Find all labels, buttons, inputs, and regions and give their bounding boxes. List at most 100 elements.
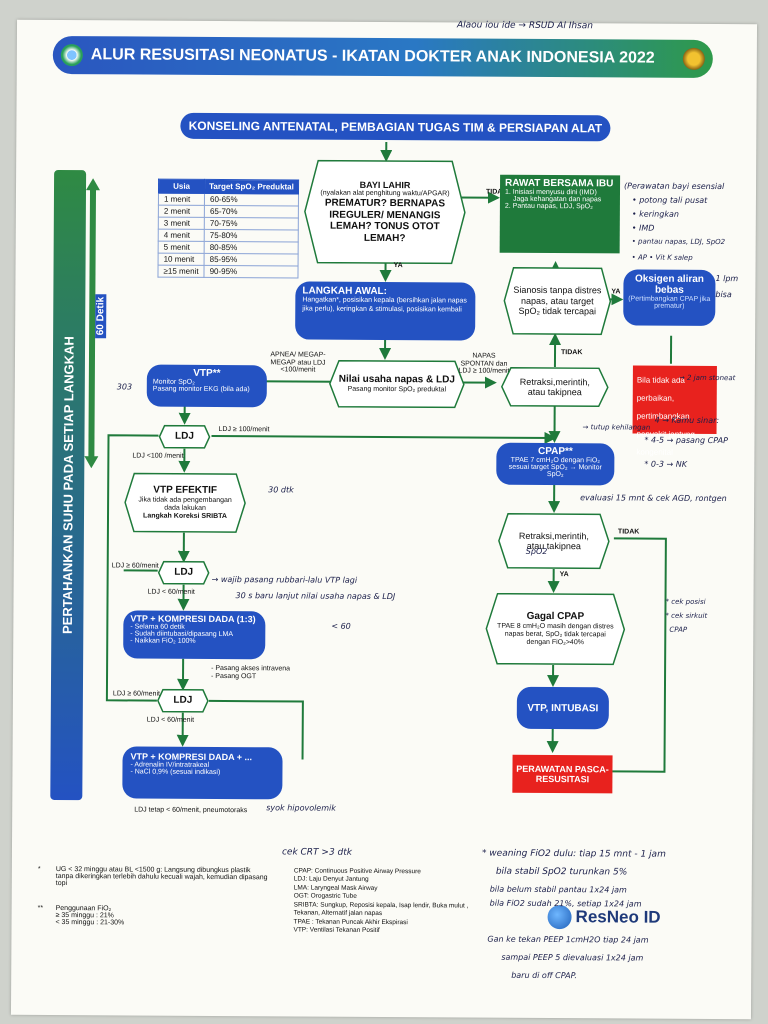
edge-label-tidak-sianosis: TIDAK: [561, 349, 583, 357]
retraksi-text-2: Retraksi,merintih, atau takipnea: [518, 530, 589, 552]
vtp-efektif-bold: Langkah Koreksi SRIBTA: [143, 512, 227, 520]
abbreviation-item: SRIBTA: Sungkup, Reposisi kepala, Isap l…: [293, 901, 469, 918]
cpap-body: TPAE 7 cmH₂O dengan FiO₂ sesuai target S…: [508, 456, 602, 479]
sianosis-decision: Sianosis tanpa distres napas, atau targe…: [503, 267, 612, 336]
flow-connectors: [105, 142, 673, 773]
gagal-cpap-body: TPAE 8 cmH₂O masih dengan distres napas …: [497, 622, 614, 646]
vtp-box: VTP** Monitor SpO₂ Pasang monitor EKG (b…: [146, 364, 267, 408]
footnote-2: ** Penggunaan FiO₂ ≥ 35 minggu : 21% < 3…: [38, 905, 268, 927]
vtp-line2: Pasang monitor EKG (bila ada): [152, 385, 250, 394]
handwritten-note: (Perawatan bayi esensial: [624, 181, 725, 192]
footnote-2-star: **: [37, 904, 44, 912]
ldj-decision-1: LDJ: [158, 424, 211, 449]
rawat-title: RAWAT BERSAMA IBU: [505, 177, 614, 190]
handwritten-note: bila stabil SpO2 turunkan 5%: [495, 866, 628, 878]
rawat-line3: 2. Pantau napas, LDJ, SpO₂: [504, 202, 593, 211]
akses-note-2: - Pasang OGT: [211, 672, 257, 681]
rawat-bersama-ibu-box: RAWAT BERSAMA IBU 1. Inisiasi menyusu di…: [499, 174, 621, 254]
retraksi-decision-2: Retraksi,merintih, atau takipnea: [498, 513, 610, 570]
cpap-title: CPAP**: [537, 445, 573, 458]
footnote-1: * UG < 32 minggu atau BL <1500 g: Langsu…: [38, 866, 268, 888]
resneo-brand: ResNeo ID: [547, 905, 661, 930]
handwritten-note: * cek sirkuit: [665, 611, 708, 620]
handwritten-note: • pantau napas, LDJ, SpO2: [631, 237, 726, 247]
sianosis-text: Sianosis tanpa distres napas, atau targe…: [513, 285, 602, 317]
nilai-usaha-napas-decision: Nilai usaha napas & LDJ Pasang monitor S…: [329, 359, 465, 409]
oksigen-sub: (Pertimbangkan CPAP jika prematur): [628, 295, 711, 310]
handwritten-note: evaluasi 15 mnt & cek AGD, rontgen: [580, 493, 727, 504]
ldj-label-3: LDJ: [173, 694, 193, 707]
handwritten-note: → 2 jam stoneat: [678, 373, 736, 383]
edge-label-ldj-ge60-a: LDJ ≥ 60/menit: [111, 562, 159, 570]
langkah-body: Hangatkan*, posisikan kepala (bersihkan …: [302, 296, 467, 314]
edge-label-ldj-ge60-b: LDJ ≥ 60/menit: [112, 690, 160, 698]
handwritten-note: Gan ke tekan PEEP 1cmH2O tiap 24 jam: [487, 934, 649, 945]
vtp-efektif-title: VTP EFEKTIF: [153, 484, 218, 497]
retraksi-text-1: Retraksi,merintih, atau takipnea: [519, 376, 590, 398]
akses-note-1: - Pasang akses intravena: [211, 664, 291, 673]
vtp-intubasi-box: VTP, INTUBASI: [516, 686, 609, 730]
handwritten-note: * cek posisi: [665, 597, 706, 606]
retraksi-decision-1: Retraksi,merintih, atau takipnea: [500, 367, 609, 408]
edge-label-tidak-retraksi: TIDAK: [617, 528, 640, 536]
handwritten-note: bila belum stabil pantau 1x24 jam: [489, 884, 627, 895]
brand-name: ResNeo ID: [575, 907, 661, 927]
resuscitation-flowchart-sheet: ALUR RESUSITASI NEONATUS - IKATAN DOKTER…: [10, 19, 758, 1020]
vtp-efektif-decision: VTP EFEKTIF Jika tidak ada pengembangan …: [124, 472, 246, 533]
bayi-lahir-question: PREMATUR? BERNAPAS IREGULER/ MENANGIS LE…: [324, 197, 446, 244]
kompresi2-line2: - NaCl 0,9% (sesuai indikasi): [130, 768, 221, 777]
vtp-kompresi-box-1: VTP + KOMPRESI DADA (1:3) - Selama 60 de…: [123, 610, 266, 660]
handwritten-note: baru di off CPAP.: [511, 970, 577, 981]
handwritten-note: • AP • Vit K salep: [631, 253, 693, 262]
bayi-lahir-title: BAYI LAHIR: [359, 179, 411, 190]
handwritten-note: • IMD: [631, 223, 655, 233]
handwritten-note: cek CRT >3 dtk: [281, 847, 353, 858]
ldj-label-1: LDJ: [175, 430, 194, 443]
footnote-2-b: < 35 minggu : 21-30%: [55, 919, 125, 927]
ldj-label-2: LDJ: [174, 566, 194, 579]
resneo-logo-icon: [547, 905, 572, 930]
edge-label-apnea: APNEA/ MEGAP-MEGAP atau LDJ <100/menit: [270, 351, 326, 374]
abbreviation-item: VTP: Ventilasi Tekanan Positif: [293, 926, 380, 935]
vtp-efektif-body: Jika tidak ada pengembangan dada lakukan: [138, 496, 232, 512]
vtp-title: VTP**: [193, 367, 221, 379]
handwritten-note: → wajib pasang rubbari-lalu VTP lagi: [211, 574, 358, 585]
edge-label-ldj-ge100: LDJ ≥ 100/menit: [218, 425, 270, 434]
edge-label-ldj-tetap: LDJ tetap < 60/menit, pneumotoraks: [134, 806, 248, 815]
langkah-awal-box: LANGKAH AWAL: Hangatkan*, posisikan kepa…: [295, 281, 476, 341]
handwritten-note: • keringkan: [631, 209, 679, 219]
kompresi1-line3: - Naikkan FiO₂ 100%: [130, 637, 196, 645]
abbreviation-list: CPAP: Continuous Positive Airway Pressur…: [293, 867, 473, 936]
handwritten-note: SpO2: [525, 546, 548, 556]
edge-label-ldj-lt100: LDJ <100 /menit: [132, 452, 184, 460]
nilai-sub: Pasang monitor SpO₂ preduktal: [347, 385, 447, 394]
handwritten-note: 4 → Kamu sinar:: [654, 415, 720, 426]
footnote-1-text: UG < 32 minggu atau BL <1500 g: Langsung…: [55, 866, 268, 888]
handwritten-note: * 0-3 → NK: [644, 459, 688, 469]
handwritten-note: bila FiO2 sudah 21%, setiap 1x24 jam: [489, 898, 642, 909]
handwritten-note: bisa: [715, 290, 732, 300]
handwritten-note: 30 dtk: [268, 485, 294, 495]
handwritten-note: sampai PEEP 5 dievaluasi 1x24 jam: [501, 952, 644, 963]
edge-label-ya-retraksi: YA: [559, 571, 569, 579]
gagal-cpap-decision: Gagal CPAP TPAE 8 cmH₂O masih dengan dis…: [485, 592, 626, 666]
footnote-1-star: *: [37, 865, 41, 873]
handwritten-note: → tutup kehilangan: [582, 423, 651, 432]
edge-label-ldj-lt60-a: LDJ < 60/menit: [147, 588, 195, 596]
handwritten-note: • potong tali pusat: [631, 195, 708, 205]
vtp-kompresi-box-2: VTP + KOMPRESI DADA + ... - Adrenalin IV…: [122, 746, 283, 800]
handwritten-note: 30 s baru lanjut nilai usaha napas & LDJ: [235, 591, 396, 602]
handwritten-note: 1 lpm: [715, 274, 739, 284]
oksigen-title: Oksigen aliran bebas: [634, 273, 704, 296]
cpap-box: CPAP** TPAE 7 cmH₂O dengan FiO₂ sesuai t…: [496, 442, 615, 486]
gagal-cpap-title: Gagal CPAP: [526, 611, 585, 623]
handwritten-note: < 60: [331, 621, 351, 631]
edge-label-ya: YA: [393, 262, 403, 270]
ldj-decision-3: LDJ: [157, 688, 209, 713]
pasca-resusitasi-box: PERAWATAN PASCA-RESUSITASI: [512, 754, 613, 794]
bayi-lahir-decision: BAYI LAHIR (nyalakan alat penghitung wak…: [304, 159, 467, 265]
sixty-second-arrow: [84, 178, 101, 469]
handwritten-note: * 4-5 → pasang CPAP: [644, 435, 728, 446]
handwritten-note: CPAP: [669, 625, 688, 634]
edge-label-ya-sianosis: YA: [611, 288, 621, 296]
